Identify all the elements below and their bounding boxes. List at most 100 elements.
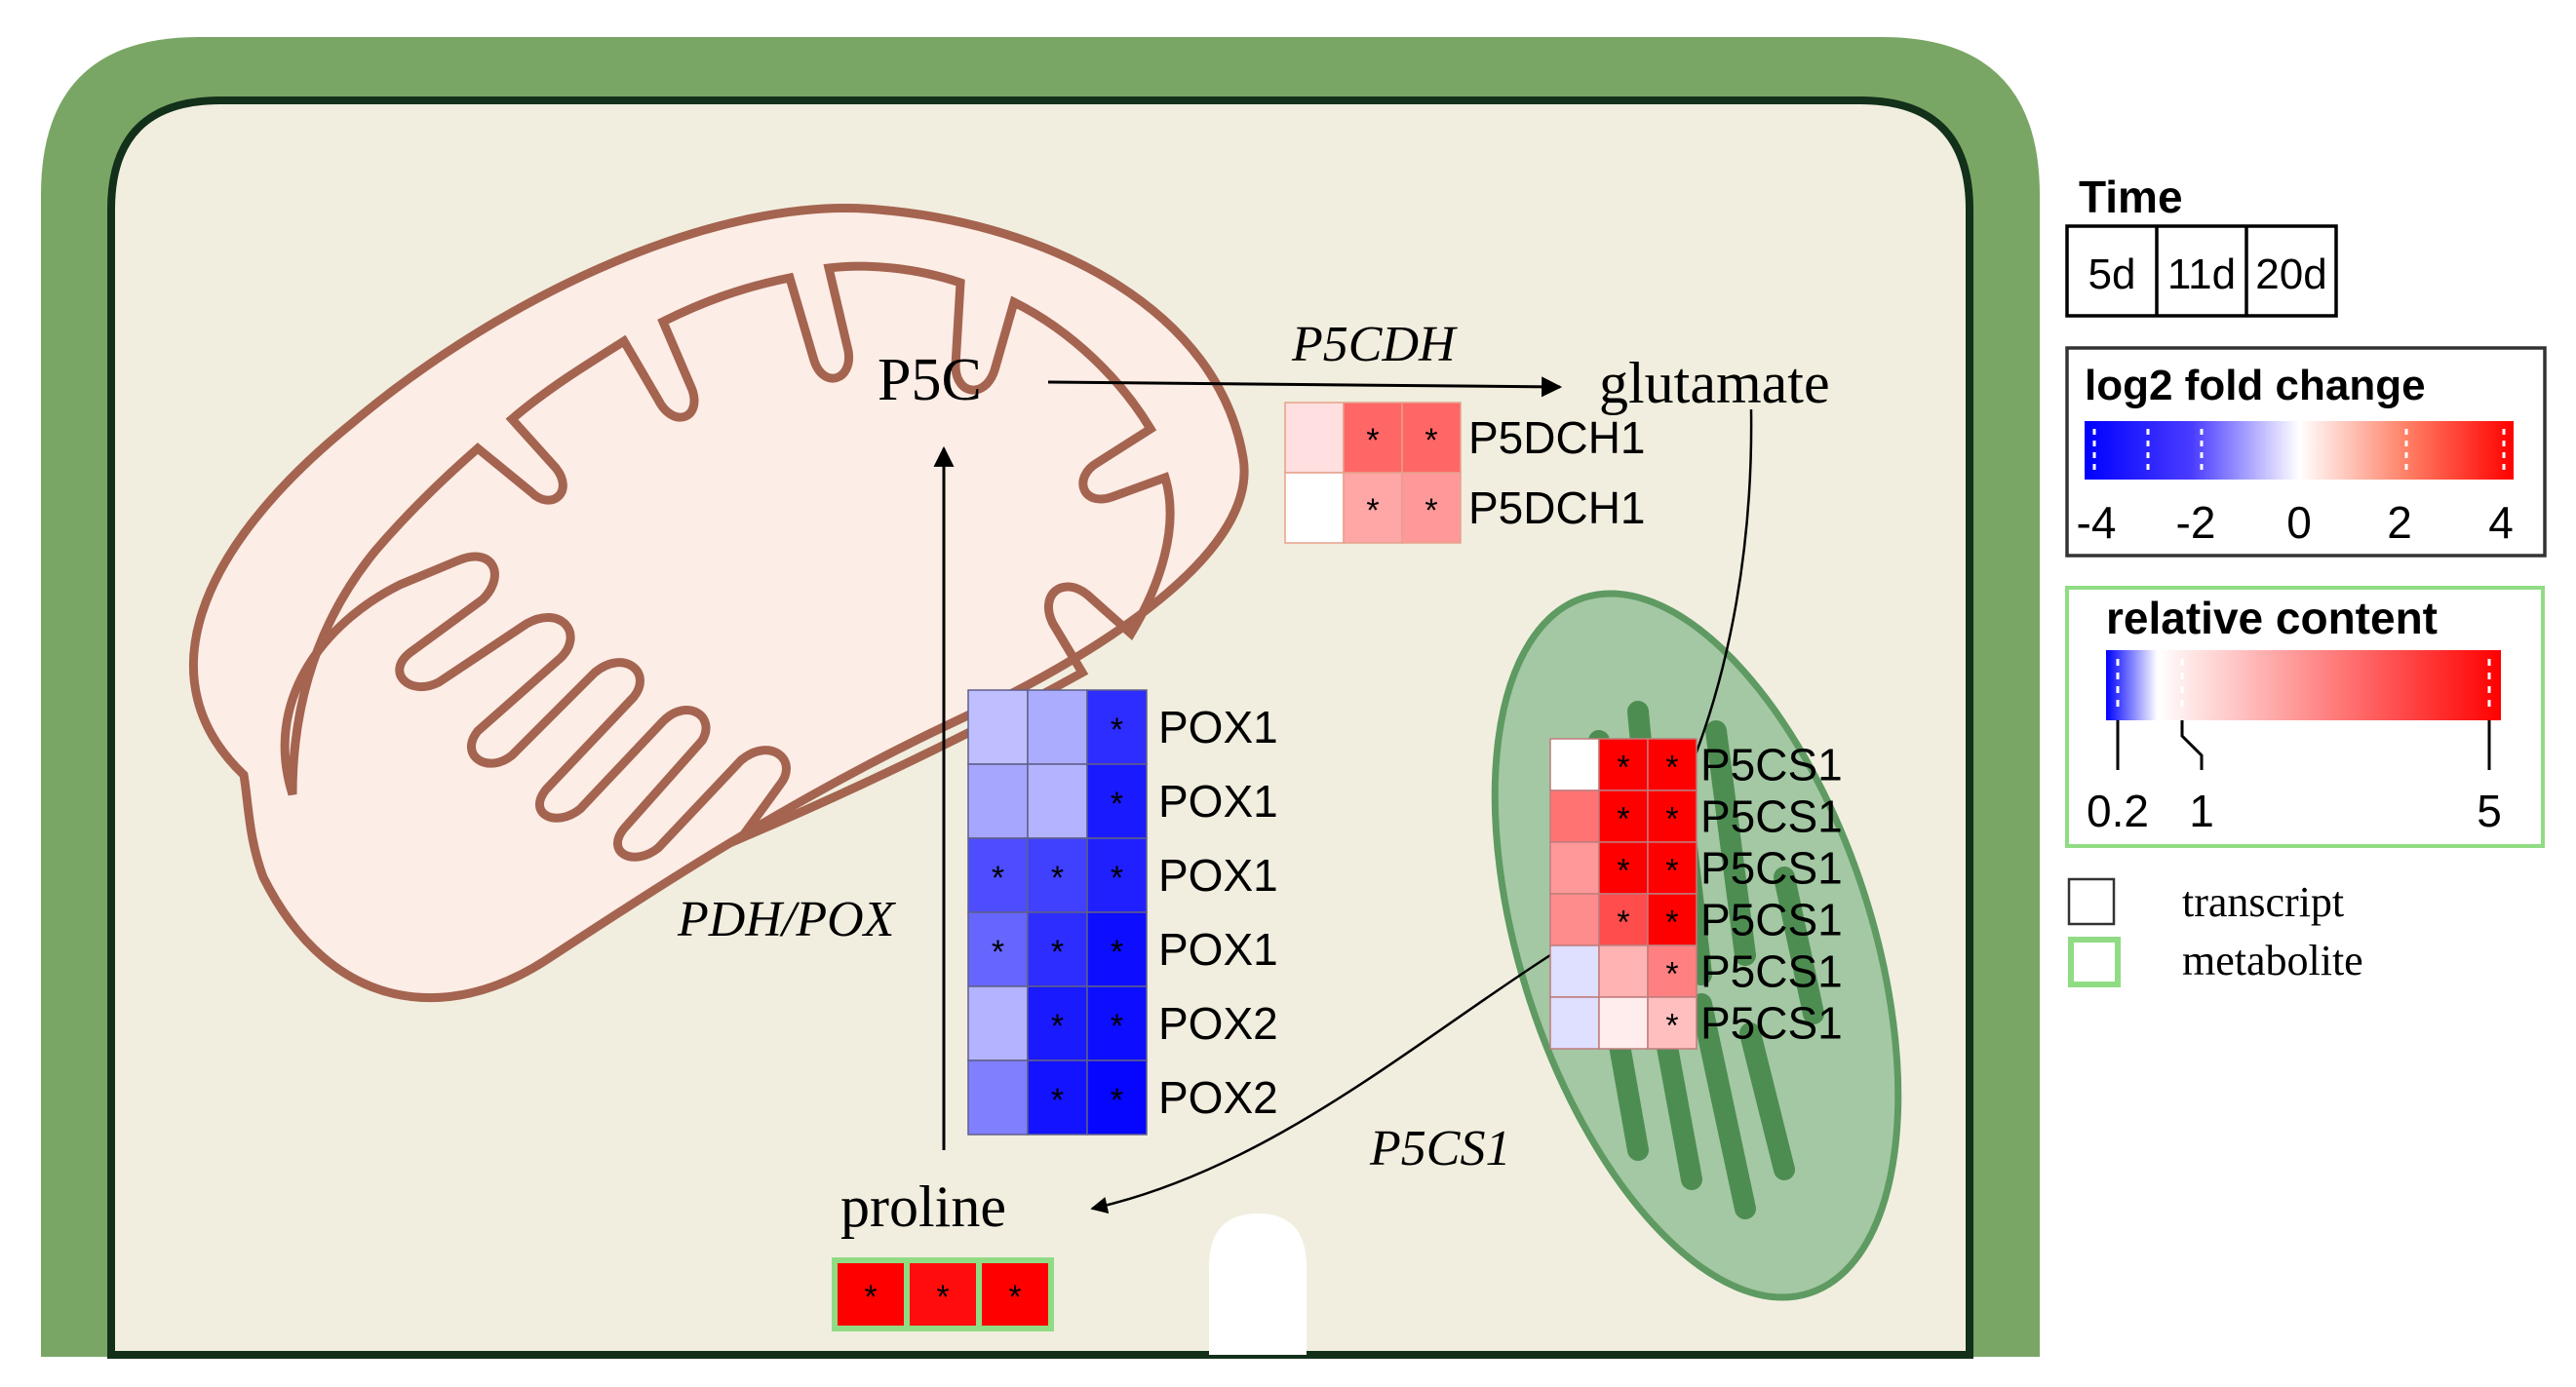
fold-change-tick-neg4: -4 bbox=[2077, 497, 2117, 548]
heatmap-cell bbox=[1027, 911, 1088, 987]
label-proline: proline bbox=[840, 1175, 1006, 1239]
gene-label: P5CS1 bbox=[1700, 740, 1843, 790]
significance-star: * bbox=[936, 1279, 949, 1316]
significance-star: * bbox=[864, 1279, 877, 1316]
gene-label: P5DCH1 bbox=[1468, 412, 1646, 463]
significance-star: * bbox=[1051, 1008, 1064, 1045]
legend-time-5d: 5d bbox=[2088, 250, 2136, 298]
significance-star: * bbox=[1051, 934, 1064, 971]
gene-label: POX1 bbox=[1158, 924, 1278, 975]
heatmap-cell bbox=[967, 837, 1029, 913]
heatmap-cell bbox=[1027, 763, 1088, 839]
heatmap-cell bbox=[1598, 841, 1649, 895]
heatmap-cell bbox=[1647, 996, 1698, 1050]
heatmap-cell bbox=[1549, 893, 1600, 946]
legend-metabolite-label: metabolite bbox=[2182, 937, 2363, 984]
gene-label: P5CS1 bbox=[1700, 895, 1843, 945]
legend-relative-content: relative content 0.2 1 5 bbox=[2065, 586, 2545, 848]
legend-transcript-label: transcript bbox=[2182, 878, 2344, 926]
gene-label: P5CS1 bbox=[1700, 946, 1843, 997]
significance-star: * bbox=[1111, 860, 1123, 897]
heatmap-cell bbox=[1598, 996, 1649, 1050]
heatmap-p5cdh: **P5DCH1**P5DCH1 bbox=[1284, 402, 1646, 544]
significance-star: * bbox=[1665, 1008, 1678, 1045]
heatmap-cell bbox=[1401, 402, 1462, 474]
relative-content-tick-1: 1 bbox=[2189, 786, 2214, 836]
relative-content-tick-0-2: 0.2 bbox=[2087, 786, 2149, 836]
heatmap-cell bbox=[967, 911, 1029, 987]
fold-change-color-bar bbox=[2085, 421, 2514, 480]
significance-star: * bbox=[1665, 750, 1678, 787]
label-glutamate: glutamate bbox=[1599, 351, 1830, 415]
arrow-p5c-to-glutamate bbox=[1047, 376, 1563, 398]
mitochondrion-cristae bbox=[280, 261, 1175, 862]
gene-label: POX2 bbox=[1158, 998, 1278, 1049]
legend-time-title: Time bbox=[2079, 172, 2183, 222]
significance-star: * bbox=[1665, 801, 1678, 838]
heatmap-cell bbox=[1549, 841, 1600, 895]
heatmap-cell bbox=[1086, 763, 1148, 839]
significance-star: * bbox=[1111, 712, 1123, 749]
fold-change-tick-2: 2 bbox=[2387, 497, 2412, 548]
significance-star: * bbox=[1111, 1082, 1123, 1119]
heatmap-cell bbox=[1086, 985, 1148, 1061]
gene-label: POX1 bbox=[1158, 776, 1278, 827]
fold-change-tick-neg2: -2 bbox=[2176, 497, 2216, 548]
significance-star: * bbox=[1366, 492, 1379, 529]
gene-label: P5CS1 bbox=[1700, 791, 1843, 842]
label-p5c: P5C bbox=[878, 347, 982, 413]
relative-content-tick-5: 5 bbox=[2477, 786, 2502, 836]
significance-star: * bbox=[1111, 786, 1123, 823]
significance-star: * bbox=[1665, 853, 1678, 890]
significance-star: * bbox=[1051, 1082, 1064, 1119]
significance-star: * bbox=[1051, 860, 1064, 897]
significance-star: * bbox=[1425, 492, 1437, 529]
legend-time-20d: 20d bbox=[2255, 250, 2326, 298]
heatmap-cell bbox=[1647, 893, 1698, 946]
transcript-swatch bbox=[2067, 877, 2116, 926]
heatmap-cell bbox=[1549, 944, 1600, 998]
label-enzyme-p5cdh: P5CDH bbox=[1291, 317, 1458, 372]
significance-star: * bbox=[992, 934, 1004, 971]
heatmap-cell bbox=[1598, 944, 1649, 998]
heatmap-cell bbox=[967, 763, 1029, 839]
gene-label: POX1 bbox=[1158, 702, 1278, 752]
significance-star: * bbox=[1617, 853, 1629, 890]
heatmap-cell bbox=[1086, 1060, 1148, 1136]
gene-label: P5CS1 bbox=[1700, 843, 1843, 894]
heatmap-cell bbox=[1086, 689, 1148, 765]
gene-label: P5CS1 bbox=[1700, 998, 1843, 1049]
heatmap-cell bbox=[1086, 837, 1148, 913]
mitochondrion bbox=[188, 204, 1249, 1002]
significance-star: * bbox=[1665, 905, 1678, 942]
thylakoid bbox=[1705, 720, 1756, 966]
significance-star: * bbox=[1008, 1279, 1021, 1316]
significance-star: * bbox=[1617, 801, 1629, 838]
significance-star: * bbox=[1111, 1008, 1123, 1045]
relative-content-color-bar bbox=[2106, 650, 2501, 720]
heatmap-cell bbox=[1549, 996, 1600, 1050]
heatmap-cell bbox=[1027, 1060, 1088, 1136]
significance-star: * bbox=[1617, 905, 1629, 942]
heatmap-cell bbox=[967, 689, 1029, 765]
fold-change-tick-0: 0 bbox=[2286, 497, 2312, 548]
heatmap-pox: *POX1*POX1***POX1***POX1**POX2**POX2 bbox=[967, 689, 1278, 1136]
legend-fold-change: log2 fold change -4 -2 0 2 4 bbox=[2065, 346, 2547, 558]
heatmap-cell bbox=[967, 1060, 1029, 1136]
significance-star: * bbox=[1111, 934, 1123, 971]
heatmap-p5cs1: **P5CS1**P5CS1**P5CS1**P5CS1*P5CS1*P5CS1 bbox=[1549, 738, 1843, 1050]
thylakoid bbox=[1691, 993, 1756, 1219]
heatmap-cell bbox=[1549, 738, 1600, 791]
thylakoid bbox=[1774, 867, 1824, 1024]
heatmap-cell bbox=[1027, 837, 1088, 913]
heatmap-cell bbox=[1549, 790, 1600, 843]
legend-fold-change-title: log2 fold change bbox=[2085, 362, 2426, 409]
heatmap-cell bbox=[1647, 841, 1698, 895]
legend-time: Time 5d 11d 20d bbox=[2065, 172, 2338, 318]
gene-label: POX1 bbox=[1158, 850, 1278, 901]
heatmap-cell bbox=[1027, 689, 1088, 765]
significance-star: * bbox=[1425, 422, 1437, 459]
heatmap-proline-metabolite: * * * bbox=[832, 1257, 1054, 1331]
